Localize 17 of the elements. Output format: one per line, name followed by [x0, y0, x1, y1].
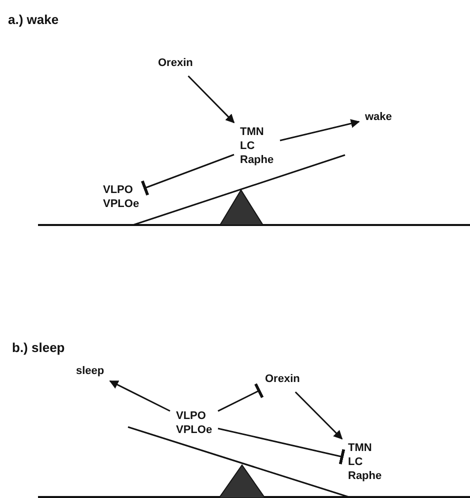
inhibition-line — [218, 383, 264, 412]
node-label: VLPO VPLOe — [176, 409, 212, 437]
arrow — [280, 119, 360, 142]
node-label: wake — [365, 110, 392, 124]
arrow — [188, 75, 235, 124]
panel-title: b.) sleep — [12, 340, 65, 355]
node-label: Orexin — [158, 56, 193, 70]
inhibition-line — [218, 428, 346, 464]
node-label: Orexin — [265, 372, 300, 386]
node-label: TMN LC Raphe — [348, 441, 382, 483]
arrow — [109, 380, 170, 412]
inhibition-line — [140, 154, 234, 196]
node-label: TMN LC Raphe — [240, 125, 274, 167]
node-label: sleep — [76, 364, 104, 378]
node-label: VLPO VPLOe — [103, 183, 140, 211]
arrow — [294, 391, 343, 440]
panel-title: a.) wake — [8, 12, 59, 27]
